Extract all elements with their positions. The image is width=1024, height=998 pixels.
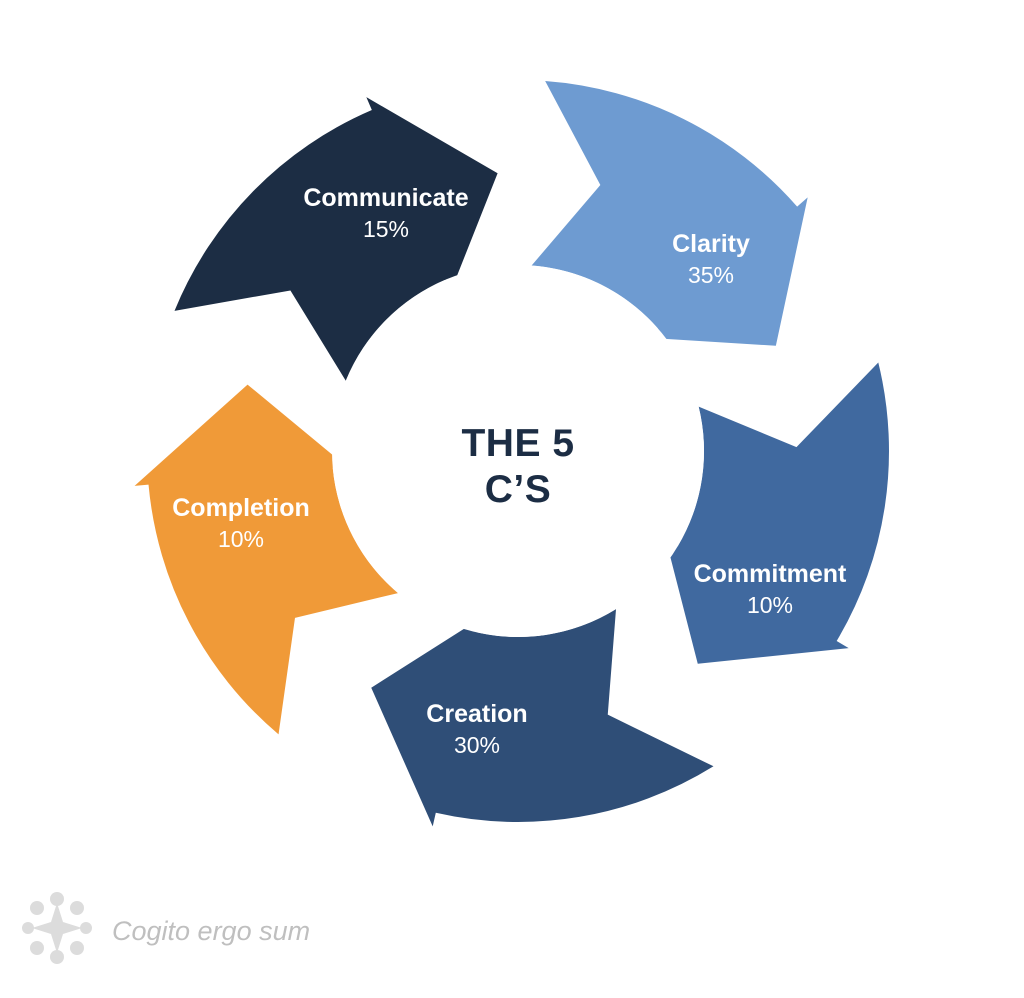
center-title-line1: THE 5 <box>461 422 574 465</box>
segment-communicate[interactable] <box>174 97 498 381</box>
sparkle-dot-s <box>50 950 64 964</box>
segment-label-communicate: Communicate <box>303 184 468 212</box>
center-hub: THE 5 C’S <box>332 265 704 637</box>
segments-group <box>134 80 890 827</box>
segment-value-commitment: 10% <box>747 592 793 618</box>
footer-caption: Cogito ergo sum <box>112 916 310 946</box>
segment-clarity[interactable] <box>531 80 808 346</box>
center-title-line2: C’S <box>485 468 552 511</box>
segment-value-communicate: 15% <box>363 216 409 242</box>
sparkle-dot-ne <box>70 901 84 915</box>
segment-label-clarity: Clarity <box>672 230 750 258</box>
sparkle-dot-se <box>70 941 84 955</box>
segment-creation[interactable] <box>371 609 714 827</box>
footer-watermark: Cogito ergo sum <box>22 892 310 964</box>
segment-label-commitment: Commitment <box>694 560 847 588</box>
segment-labels-group: Clarity 35% Commitment 10% Creation 30% Comple… <box>172 184 847 758</box>
segment-value-clarity: 35% <box>688 262 734 288</box>
sparkle-dot-w <box>22 922 34 934</box>
sparkle-star-core <box>32 903 82 953</box>
segment-value-completion: 10% <box>218 526 264 552</box>
segment-value-creation: 30% <box>454 732 500 758</box>
center-circle <box>332 265 704 637</box>
sparkle-dot-nw <box>30 901 44 915</box>
segment-label-creation: Creation <box>426 700 527 728</box>
sparkle-star-icon <box>22 892 92 964</box>
sparkle-dot-e <box>80 922 92 934</box>
segment-completion[interactable] <box>134 384 398 735</box>
segment-commitment[interactable] <box>665 362 890 664</box>
sparkle-dot-n <box>50 892 64 906</box>
segment-label-completion: Completion <box>172 494 310 522</box>
sparkle-dot-sw <box>30 941 44 955</box>
